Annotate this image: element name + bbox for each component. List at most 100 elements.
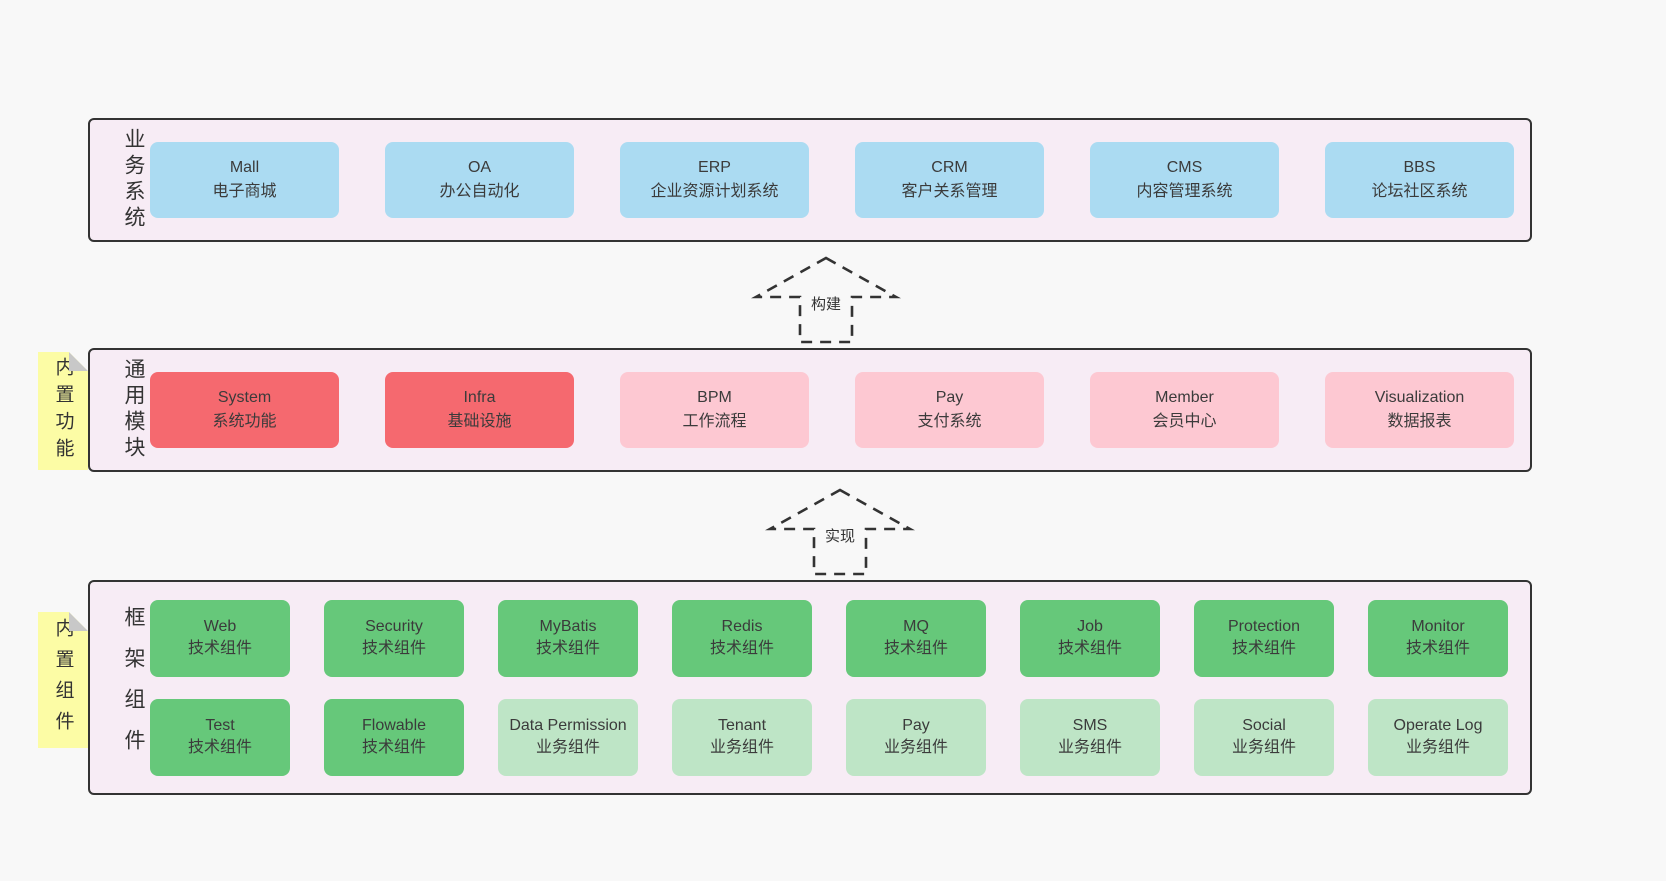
box-job: Job 技术组件 <box>1020 599 1160 677</box>
box-name: OA <box>467 159 492 176</box>
box-name: CRM <box>931 159 968 176</box>
box-desc: 业务组件 <box>1231 739 1296 756</box>
build-arrow: 构建 <box>750 254 902 346</box>
box-desc: 会员中心 <box>1152 413 1217 430</box>
box-name: Security <box>365 617 423 635</box>
box-desc: 业务组件 <box>1405 739 1470 756</box>
framework-components-layer: 框架组件 Web 技术组件 Security 技术组件 MyBatis 技术组件… <box>88 580 1532 795</box>
box-name: Flowable <box>361 716 427 734</box>
box-desc: 企业资源计划系统 <box>650 183 779 200</box>
box-name: MQ <box>903 617 929 635</box>
sticky-text: 内置功能 <box>52 357 74 465</box>
box-operate-log: Operate Log 业务组件 <box>1368 698 1508 776</box>
sticky-note-builtin-features: 内置功能 <box>38 352 88 470</box>
arrow-label-implement: 实现 <box>818 524 862 547</box>
box-desc: 技术组件 <box>361 640 426 657</box>
box-mq: MQ 技术组件 <box>846 599 986 677</box>
box-desc: 技术组件 <box>1405 640 1470 657</box>
box-desc: 数据报表 <box>1387 413 1452 430</box>
box-name: Social <box>1242 716 1286 734</box>
box-web: Web 技术组件 <box>150 599 290 677</box>
box-bpm: BPM 工作流程 <box>620 372 809 448</box>
box-name: Mall <box>229 159 260 176</box>
box-name: Infra <box>463 389 496 406</box>
box-name: Member <box>1155 389 1214 406</box>
box-desc: 系统功能 <box>212 413 277 430</box>
box-name: Pay <box>935 389 964 406</box>
box-erp: ERP 企业资源计划系统 <box>620 142 809 218</box>
box-desc: 基础设施 <box>447 413 512 430</box>
box-cms: CMS 内容管理系统 <box>1090 142 1279 218</box>
box-bbs: BBS 论坛社区系统 <box>1325 142 1514 218</box>
box-name: Redis <box>721 617 763 635</box>
box-desc: 技术组件 <box>1057 640 1122 657</box>
arrow-label-build: 构建 <box>804 292 848 315</box>
box-redis: Redis 技术组件 <box>672 599 812 677</box>
box-name: Test <box>205 716 235 734</box>
dashed-up-arrow-icon <box>764 488 916 576</box>
box-desc: 办公自动化 <box>439 183 520 200</box>
component-row-2: Test 技术组件 Flowable 技术组件 Data Permission … <box>150 698 1508 776</box>
box-monitor: Monitor 技术组件 <box>1368 599 1508 677</box>
box-name: Web <box>203 617 237 635</box>
layer-label-modules: 通用模块 <box>122 358 145 462</box>
box-data-permission: Data Permission 业务组件 <box>498 698 638 776</box>
box-desc: 技术组件 <box>187 739 252 756</box>
common-modules-layer: 通用模块 System 系统功能 Infra 基础设施 BPM 工作流程 Pay… <box>88 348 1532 472</box>
box-desc: 内容管理系统 <box>1136 183 1233 200</box>
folded-corner-icon <box>69 352 88 371</box>
box-pay-biz: Pay 业务组件 <box>846 698 986 776</box>
layer-label-components: 框架组件 <box>122 605 145 770</box>
box-name: Tenant <box>717 716 767 734</box>
box-name: Visualization <box>1374 389 1465 406</box>
dashed-up-arrow-icon <box>750 256 902 344</box>
box-mall: Mall 电子商城 <box>150 142 339 218</box>
business-systems-layer: 业务系统 Mall 电子商城 OA 办公自动化 ERP 企业资源计划系统 CRM… <box>88 118 1532 242</box>
box-flowable: Flowable 技术组件 <box>324 698 464 776</box>
box-name: Operate Log <box>1393 716 1483 734</box>
box-test: Test 技术组件 <box>150 698 290 776</box>
box-desc: 技术组件 <box>361 739 426 756</box>
box-oa: OA 办公自动化 <box>385 142 574 218</box>
sticky-note-builtin-components: 内置组件 <box>38 612 88 748</box>
layer-label-business: 业务系统 <box>122 128 145 232</box>
folded-corner-icon <box>69 612 88 631</box>
box-name: CMS <box>1166 159 1203 176</box>
box-name: MyBatis <box>539 617 597 635</box>
box-name: BBS <box>1403 159 1436 176</box>
component-grid: Web 技术组件 Security 技术组件 MyBatis 技术组件 Redi… <box>148 599 1508 776</box>
box-desc: 客户关系管理 <box>901 183 998 200</box>
box-name: BPM <box>697 389 732 406</box>
box-visualization: Visualization 数据报表 <box>1325 372 1514 448</box>
box-name: Job <box>1077 617 1103 635</box>
box-desc: 工作流程 <box>682 413 747 430</box>
box-desc: 技术组件 <box>535 640 600 657</box>
box-system: System 系统功能 <box>150 372 339 448</box>
module-boxes: System 系统功能 Infra 基础设施 BPM 工作流程 Pay 支付系统… <box>150 372 1514 448</box>
box-desc: 技术组件 <box>1231 640 1296 657</box>
box-desc: 业务组件 <box>883 739 948 756</box>
box-desc: 业务组件 <box>709 739 774 756</box>
box-name: SMS <box>1072 716 1108 734</box>
box-security: Security 技术组件 <box>324 599 464 677</box>
box-protection: Protection 技术组件 <box>1194 599 1334 677</box>
box-desc: 业务组件 <box>535 739 600 756</box>
box-desc: 技术组件 <box>187 640 252 657</box>
box-name: Data Permission <box>509 716 627 734</box>
box-name: Protection <box>1227 617 1301 635</box>
box-name: ERP <box>698 159 731 176</box>
box-member: Member 会员中心 <box>1090 372 1279 448</box>
box-desc: 论坛社区系统 <box>1371 183 1468 200</box>
box-name: System <box>217 389 272 406</box>
sticky-text: 内置组件 <box>52 618 74 742</box>
box-sms: SMS 业务组件 <box>1020 698 1160 776</box>
box-crm: CRM 客户关系管理 <box>855 142 1044 218</box>
box-tenant: Tenant 业务组件 <box>672 698 812 776</box>
box-desc: 技术组件 <box>883 640 948 657</box>
box-name: Pay <box>902 716 930 734</box>
box-pay: Pay 支付系统 <box>855 372 1044 448</box>
component-row-1: Web 技术组件 Security 技术组件 MyBatis 技术组件 Redi… <box>150 599 1508 677</box>
box-desc: 业务组件 <box>1057 739 1122 756</box>
business-boxes: Mall 电子商城 OA 办公自动化 ERP 企业资源计划系统 CRM 客户关系… <box>150 142 1514 218</box>
